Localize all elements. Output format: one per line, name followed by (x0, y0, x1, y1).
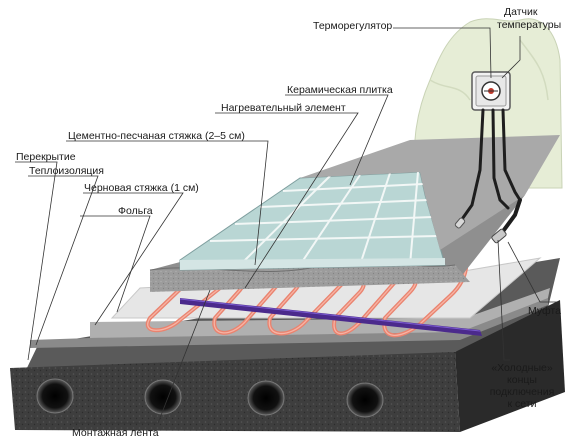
tile-edge (180, 258, 445, 270)
label-foil: Фольга (118, 205, 153, 217)
label-slab: Перекрытие (16, 151, 76, 163)
label-coupling: Муфта (528, 305, 561, 317)
label-cold-ends-line2: концы (507, 374, 537, 386)
label-cold-ends-line1: «Холодные» (491, 362, 553, 374)
label-cold-ends-line3: подключения (489, 386, 555, 398)
slab-hole (144, 379, 182, 415)
label-cement-screed: Цементно-песчаная стяжка (2–5 см) (68, 130, 245, 142)
slab-front (10, 352, 460, 432)
power-cable-2 (501, 108, 522, 202)
tile-grid (209, 171, 439, 266)
label-temperature-sensor-line2: температуры (497, 19, 562, 31)
label-thermostat: Терморегулятор (313, 20, 393, 32)
slab-side (455, 300, 565, 432)
slab-hole (346, 382, 384, 418)
sensor-cable (458, 108, 485, 224)
insulation-layer (30, 294, 548, 348)
thermostat-device (471, 71, 511, 111)
coupling (491, 228, 507, 244)
slab-hole (247, 380, 285, 416)
power-cable (491, 108, 510, 210)
label-cold-ends: «Холодные» концы подключения к сети (482, 362, 562, 410)
cement-screed-front (150, 265, 470, 292)
label-heating-element: Нагревательный элемент (221, 102, 346, 114)
label-mounting-tape: Монтажная лента (72, 427, 159, 439)
temperature-sensor-probe (454, 217, 466, 229)
label-cold-ends-line4: к сети (507, 398, 537, 410)
leader-lines (15, 27, 560, 424)
label-insulation: Теплоизоляция (29, 165, 104, 177)
label-rough-screed: Черновая стяжка (1 см) (84, 182, 199, 194)
label-ceramic-tile: Керамическая плитка (287, 84, 393, 96)
label-temperature-sensor-line1: Датчик (504, 6, 538, 18)
slab-hole (36, 378, 74, 414)
